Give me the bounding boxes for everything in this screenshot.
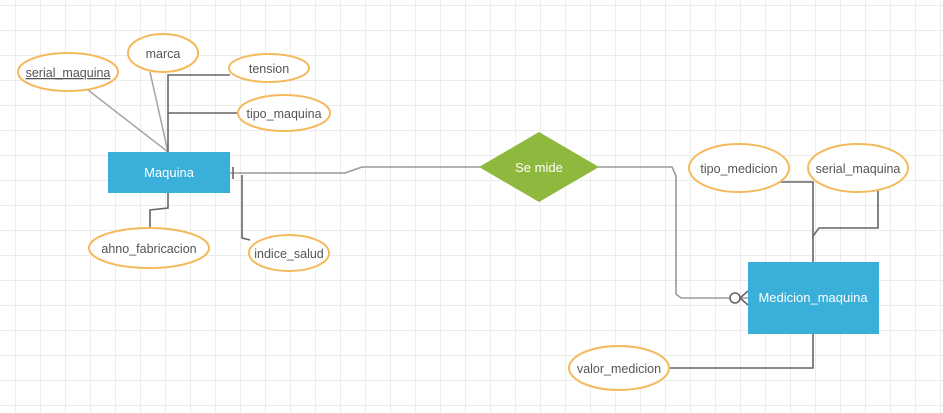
attribute-valor-medicion[interactable]: valor_medicion xyxy=(568,345,670,391)
entity-maquina-box xyxy=(108,152,230,193)
attribute-ellipse xyxy=(688,143,790,193)
relationship-se-mide[interactable]: Se mide xyxy=(479,132,599,202)
attribute-ahno-fabricacion[interactable]: ahno_fabricacion xyxy=(88,227,210,269)
entity-medicion-maquina[interactable]: Medicion_maquina xyxy=(748,262,879,334)
connector-valor_medicion-medicion xyxy=(668,334,814,369)
attribute-ellipse xyxy=(127,33,199,73)
attribute-marca[interactable]: marca xyxy=(127,33,199,73)
connector-marca-maquina xyxy=(149,71,169,153)
cardinality-zero-mark xyxy=(729,292,741,304)
attribute-ellipse xyxy=(228,53,310,83)
attribute-serial-maquina-key[interactable]: serial_maquina xyxy=(17,52,119,92)
attribute-indice-salud[interactable]: indice_salud xyxy=(248,234,330,272)
cardinality-many-mark xyxy=(739,290,749,306)
attribute-ellipse xyxy=(17,52,119,92)
connector-se_mide-medicion xyxy=(598,166,748,299)
relationship-se-mide-label: Se mide xyxy=(515,160,563,175)
connector-maquina-se_mide xyxy=(230,166,480,174)
attribute-ellipse xyxy=(248,234,330,272)
attribute-serial-maquina[interactable]: serial_maquina xyxy=(807,143,909,193)
connector-tension-maquina xyxy=(167,74,230,152)
entity-maquina-label: Maquina xyxy=(144,165,195,180)
attribute-label: serial_maquina xyxy=(26,66,111,80)
attribute-label: tension xyxy=(249,62,289,76)
attribute-ellipse xyxy=(88,227,210,269)
attribute-tension[interactable]: tension xyxy=(228,53,310,83)
connector-indice_salud-maquina xyxy=(241,175,251,241)
connectors xyxy=(87,71,879,369)
attribute-ellipse xyxy=(807,143,909,193)
attribute-label: valor_medicion xyxy=(577,362,661,376)
attribute-label: tipo_maquina xyxy=(246,107,321,121)
connector-ahno_fabricacion-maquina xyxy=(149,193,169,228)
connector-serial_maquina2-medicion xyxy=(812,190,879,237)
attribute-ellipse xyxy=(568,345,670,391)
attribute-label: tipo_medicion xyxy=(700,162,777,176)
entity-maquina[interactable]: Maquina xyxy=(108,152,230,193)
relationship-se-mide-diamond xyxy=(479,132,599,202)
entity-medicion-maquina-label: Medicion_maquina xyxy=(758,290,868,305)
connector-serial_maquina-maquina xyxy=(87,89,169,153)
connector-tipo_medicion-medicion xyxy=(777,181,814,262)
attribute-label: serial_maquina xyxy=(816,162,901,176)
attribute-label: marca xyxy=(146,47,181,61)
attribute-tipo-maquina[interactable]: tipo_maquina xyxy=(237,94,331,132)
attribute-ellipse xyxy=(237,94,331,132)
entity-medicion-maquina-box xyxy=(748,262,879,334)
attribute-label: indice_salud xyxy=(254,247,324,261)
attribute-tipo-medicion[interactable]: tipo_medicion xyxy=(688,143,790,193)
attribute-label: ahno_fabricacion xyxy=(101,242,196,256)
